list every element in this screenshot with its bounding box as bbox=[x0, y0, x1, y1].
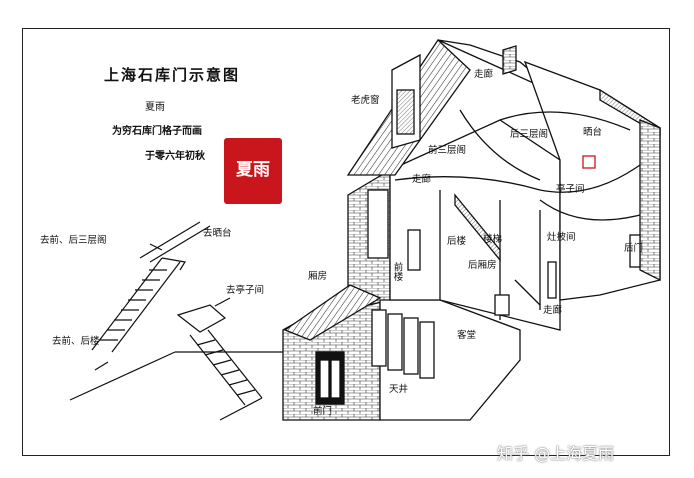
label-hall: 客堂 bbox=[457, 330, 477, 341]
stair-diagram bbox=[69, 221, 300, 421]
label-back-third: 后三层阁 bbox=[510, 129, 549, 140]
label-front-building: 前楼 bbox=[391, 262, 403, 281]
stair-label-front-back-third: 去前、后三层阁 bbox=[40, 235, 107, 246]
label-corridor-lower: 走廊 bbox=[543, 305, 563, 316]
diagram-frame bbox=[22, 28, 670, 456]
label-back-building: 后楼 bbox=[447, 236, 467, 247]
label-back-corridor: 走廊 bbox=[474, 69, 494, 80]
stair-label-balcony: 去晒台 bbox=[203, 228, 232, 239]
shikumen-house bbox=[282, 39, 661, 421]
stair-label-front-back-building: 去前、后楼 bbox=[52, 336, 100, 347]
label-stove-room: 灶披间 bbox=[547, 232, 576, 243]
label-front-third: 前三层阁 bbox=[428, 145, 467, 156]
label-pavilion-room: 亭子间 bbox=[556, 184, 585, 195]
stair-label-pavilion: 去亭子间 bbox=[226, 285, 265, 296]
hall-doors bbox=[371, 309, 435, 379]
subtitle-line-1: 为穷石库门格子而画 bbox=[112, 126, 202, 137]
label-stairs: 楼梯 bbox=[483, 234, 503, 245]
label-balcony: 晒台 bbox=[583, 127, 603, 138]
red-seal-stamp: 夏雨 bbox=[224, 138, 282, 204]
label-courtyard: 天井 bbox=[389, 384, 409, 395]
label-back-wing: 后厢房 bbox=[468, 260, 497, 271]
label-corridor-upper: 走廊 bbox=[412, 174, 432, 185]
seal-text: 夏雨 bbox=[236, 160, 270, 181]
label-wing: 厢房 bbox=[308, 271, 328, 282]
author-name: 夏雨 bbox=[145, 102, 165, 113]
diagram-title: 上海石库门示意图 bbox=[104, 66, 241, 84]
label-front-door: 前门 bbox=[313, 406, 333, 417]
subtitle-line-2: 于零六年初秋 bbox=[145, 151, 205, 162]
label-dormer: 老虎窗 bbox=[351, 95, 380, 106]
watermark: 知乎 @上海夏雨 bbox=[497, 444, 615, 463]
label-back-door: 后门 bbox=[624, 243, 644, 254]
